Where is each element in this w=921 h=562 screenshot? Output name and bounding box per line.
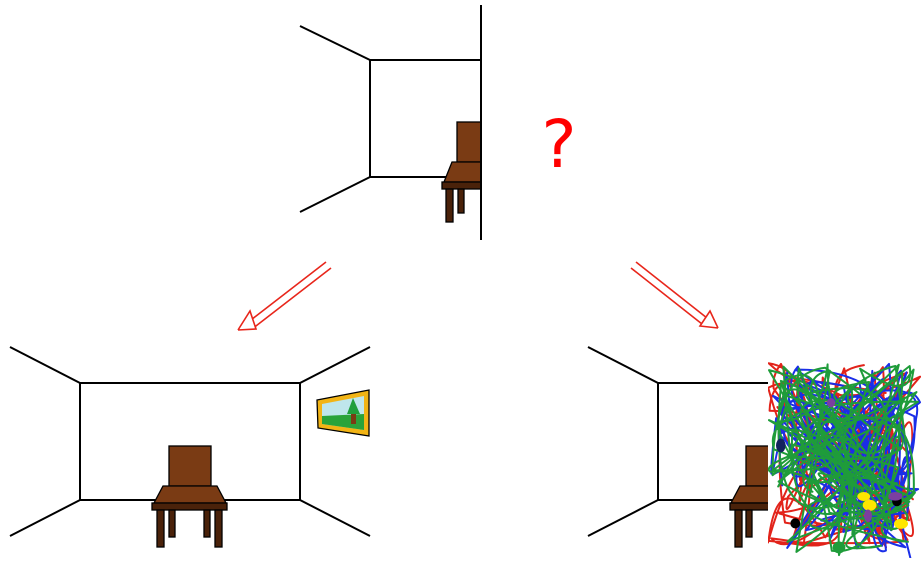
scribble-stroke bbox=[777, 365, 915, 553]
bottom-right-room bbox=[587, 346, 921, 558]
bottom-right-room-lines bbox=[587, 346, 770, 537]
scribble-dot bbox=[888, 492, 903, 501]
top-room bbox=[299, 25, 481, 223]
question-mark: ? bbox=[541, 106, 576, 183]
arrow-left-down bbox=[237, 261, 332, 331]
scribble-dot bbox=[790, 518, 801, 529]
bottom-left-chair bbox=[151, 445, 228, 548]
scribble-dot bbox=[776, 438, 786, 453]
scribble-dot bbox=[857, 492, 871, 501]
scribble-dot bbox=[862, 499, 877, 511]
landscape-painting bbox=[316, 389, 370, 437]
arrow-right-down bbox=[630, 261, 719, 329]
scribble-dot bbox=[826, 398, 836, 408]
scribble-dot bbox=[864, 509, 872, 522]
scribble-stroke bbox=[768, 367, 918, 543]
abstract-scribble-painting bbox=[768, 362, 921, 558]
top-chair bbox=[441, 121, 481, 223]
bottom-left-room bbox=[9, 346, 371, 548]
scribble-dot bbox=[894, 518, 908, 529]
scribble-dot bbox=[832, 541, 846, 554]
